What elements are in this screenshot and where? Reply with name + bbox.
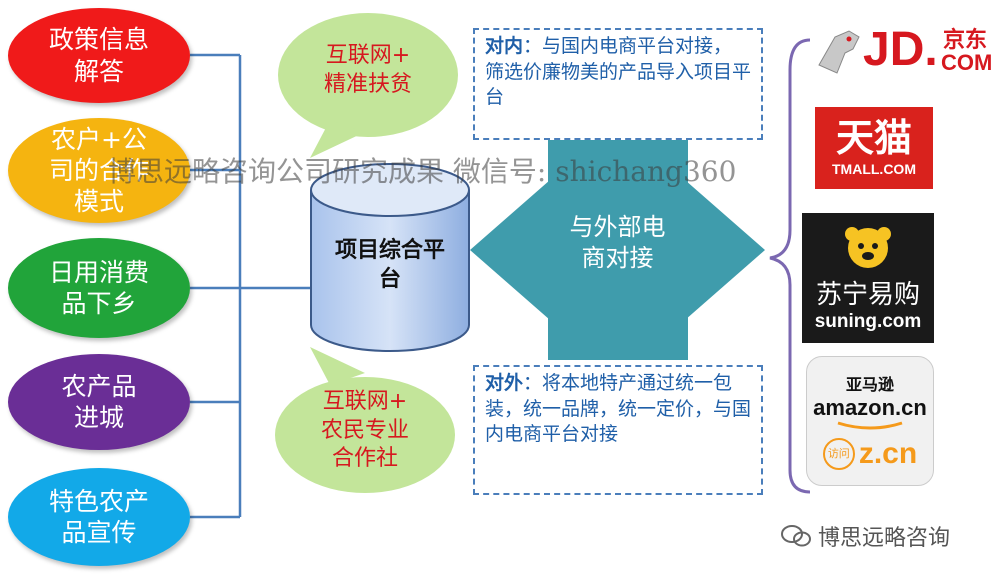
tmall-en-text: TMALL.COM xyxy=(832,161,916,177)
oval-farmer-company: 农户+公 司的合作 模式 xyxy=(8,118,190,223)
suning-en-text: suning.com xyxy=(814,310,922,332)
double-arrow xyxy=(470,140,765,360)
inner-box: 对内：与国内电商平台对接，筛选价廉物美的产品导入项目平台 xyxy=(473,28,763,140)
jd-text: JD. xyxy=(863,23,938,76)
watermark: 博思远略咨询公司研究成果 微信号: shichang360 xyxy=(108,155,737,188)
amazon-cn-top-text: 亚马逊 xyxy=(845,375,894,394)
amazon-zcn-row: 访问 z.cn xyxy=(822,437,918,471)
oval-policy: 政策信息 解答 xyxy=(8,8,190,103)
jd-cn-text: 京东 xyxy=(943,28,988,53)
inner-box-text: ：与国内电商平台对接，筛选价廉物美的产品导入项目平台 xyxy=(485,35,752,109)
jd-logo: JD. 京东 COM xyxy=(815,22,995,82)
bubble-top-label: 互联网+ 精准扶贫 xyxy=(323,43,412,97)
inner-box-title: 对内 xyxy=(485,35,524,57)
amazon-en-text: amazon.cn xyxy=(813,395,927,420)
tmall-cn-text: 天猫 xyxy=(835,116,912,160)
jd-dog-icon xyxy=(818,30,860,74)
outer-box-title: 对外 xyxy=(485,372,524,394)
bubble-bottom-label: 互联网+ 农民专业 合作社 xyxy=(320,389,409,472)
database-cylinder xyxy=(310,163,470,352)
arrow-label: 与外部电 商对接 xyxy=(569,213,666,273)
amazon-smile-icon xyxy=(837,421,903,430)
amazon-badge: 访问 xyxy=(822,438,855,470)
footer-brand-text: 博思远略咨询 xyxy=(818,526,951,551)
outer-box-text: ：将本地特产通过统一包装，统一品牌，统一定价，与国内电商平台对接 xyxy=(485,372,752,446)
amazon-zcn-text: z.cn xyxy=(858,437,918,470)
amazon-logo: 亚马逊 amazon.cn 访问 z.cn xyxy=(806,356,934,486)
footer-brand: 博思远略咨询 xyxy=(780,520,950,552)
wechat-icon xyxy=(781,525,811,547)
suning-lion-icon xyxy=(845,226,891,268)
tmall-logo: 天猫 TMALL.COM xyxy=(815,107,933,189)
outer-box: 对外：将本地特产通过统一包装，统一品牌，统一定价，与国内电商平台对接 xyxy=(473,365,763,495)
suning-logo: 苏宁易购 suning.com xyxy=(802,213,934,343)
center-platform-label: 项目综合平 台 xyxy=(334,238,445,292)
suning-cn-text: 苏宁易购 xyxy=(815,279,920,310)
jd-com-text: COM xyxy=(941,50,993,75)
bubble-bottom xyxy=(275,347,455,493)
oval-produce-city: 农产品 进城 xyxy=(8,354,190,450)
bubble-top xyxy=(278,13,458,158)
oval-specialty-promo: 特色农产 品宣传 xyxy=(8,468,190,566)
oval-daily-goods: 日用消费 品下乡 xyxy=(8,238,190,338)
